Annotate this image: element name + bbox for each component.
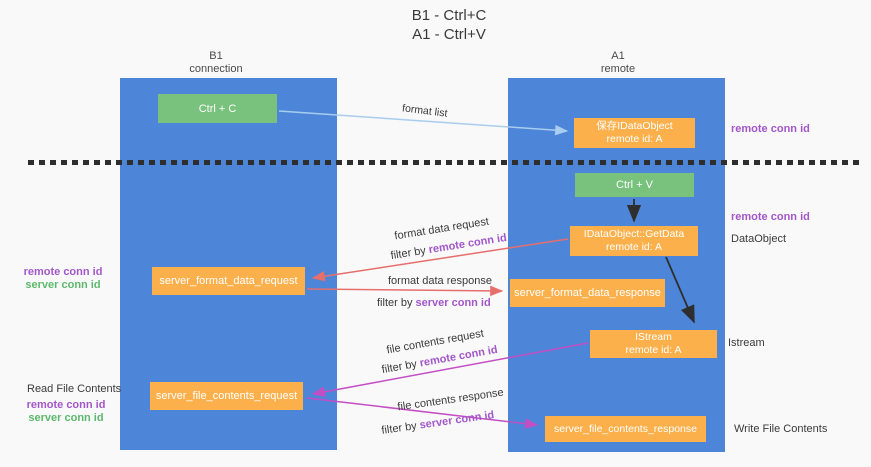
istream-line2: remote id: A <box>625 344 682 356</box>
diagram-title: B1 - Ctrl+C A1 - Ctrl+V <box>309 6 589 44</box>
server-file-contents-response-box: server_file_contents_response <box>545 416 706 442</box>
left-remote-conn-id-upper: remote conn id <box>23 266 103 278</box>
lane-header-a1-name: A1 <box>611 50 625 62</box>
server-conn-id-text: server conn id <box>415 297 491 309</box>
istream-side-label: Istream <box>728 337 765 349</box>
remote-conn-id-text: remote conn id <box>427 231 508 257</box>
lane-header-b1-name: B1 <box>209 50 223 62</box>
save-idataobject-line2: remote id: A <box>606 133 663 145</box>
server-format-data-response-box: server_format_data_response <box>510 279 665 307</box>
format-data-response-label: format data response <box>388 275 492 287</box>
session-divider-line <box>28 160 862 165</box>
read-file-contents-label: Read File Contents <box>27 383 122 395</box>
server-file-contents-request-label: server_file_contents_request <box>155 390 298 402</box>
server-file-contents-request-box: server_file_contents_request <box>150 382 303 410</box>
right-remote-conn-id-label-2: remote conn id <box>731 211 810 223</box>
server-file-contents-response-label: server_file_contents_response <box>553 423 697 435</box>
istream-line1: IStream <box>635 331 672 343</box>
ctrl-c-label: Ctrl + C <box>198 102 237 115</box>
title-line-1: B1 - Ctrl+C <box>411 7 487 24</box>
left-remote-conn-id-lower: remote conn id <box>26 399 106 411</box>
ctrl-c-box: Ctrl + C <box>158 94 277 123</box>
filter-by-text: filter by <box>377 297 416 309</box>
lane-header-a1-role: remote <box>600 62 636 75</box>
left-conn-id-pair-upper: remote conn id server conn id <box>16 266 110 292</box>
filter-by-text: filter by <box>380 357 421 377</box>
title-line-2: A1 - Ctrl+V <box>412 26 486 43</box>
getdata-line2: remote id: A <box>605 241 663 253</box>
server-format-data-response-label: server_format_data_response <box>514 287 661 299</box>
left-server-conn-id-lower: server conn id <box>28 412 104 424</box>
filter-by-text: filter by <box>389 244 430 263</box>
ctrl-v-label: Ctrl + V <box>616 179 653 191</box>
format-list-label: format list <box>401 102 449 120</box>
server-format-data-request-box: server_format_data_request <box>152 267 305 295</box>
getdata-box: IDataObject::GetData remote id: A <box>570 226 698 256</box>
getdata-line1: IDataObject::GetData <box>583 228 685 240</box>
lane-header-b1-role: connection <box>189 62 243 75</box>
filter-by-text: filter by <box>380 419 421 437</box>
lane-header-a1: A1 remote <box>568 50 668 75</box>
lane-header-b1: B1 connection <box>166 50 266 75</box>
ctrl-v-box: Ctrl + V <box>575 173 694 197</box>
dataobject-label: DataObject <box>731 233 787 245</box>
save-idataobject-line1: 保存IDataObject <box>596 120 673 132</box>
server-conn-id-text: server conn id <box>418 409 496 432</box>
save-idataobject-box: 保存IDataObject remote id: A <box>574 118 695 148</box>
write-file-contents-label: Write File Contents <box>734 423 828 435</box>
istream-box: IStream remote id: A <box>590 330 717 358</box>
right-remote-conn-id-label-1: remote conn id <box>731 123 810 135</box>
server-format-data-request-label: server_format_data_request <box>159 275 298 287</box>
left-conn-id-pair-lower: remote conn id server conn id <box>22 399 110 425</box>
left-server-conn-id-upper: server conn id <box>25 279 101 291</box>
filter-by-server-conn-id-upper: filter by server conn id <box>377 297 491 309</box>
